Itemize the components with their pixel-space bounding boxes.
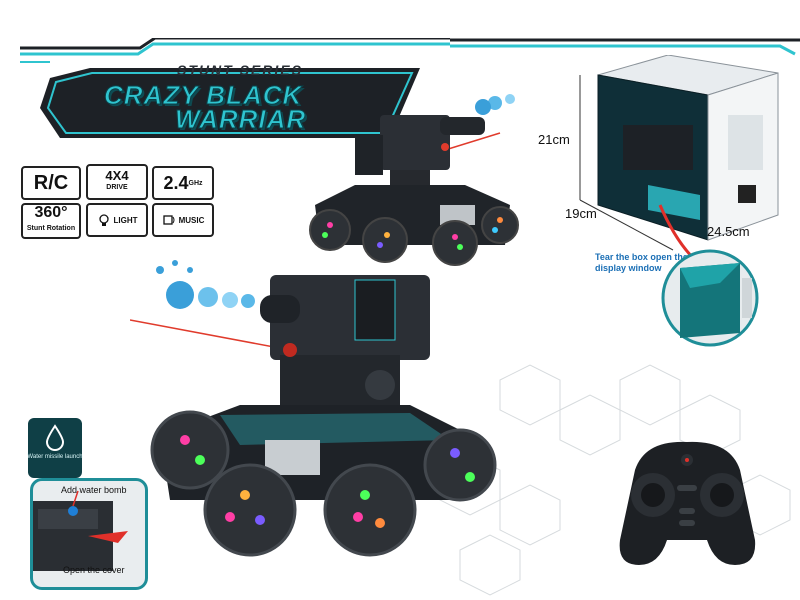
cover-detail-image xyxy=(33,490,128,571)
product-title-line2: WARRIAR xyxy=(174,104,307,135)
tank-car-small-image xyxy=(309,94,519,266)
music-badge: MUSIC xyxy=(152,203,214,237)
music-icon xyxy=(162,215,175,225)
box-depth-label: 19cm xyxy=(565,206,597,221)
remote-controller-image xyxy=(619,441,756,565)
header-stripe xyxy=(450,38,800,56)
title-banner-frame xyxy=(20,38,450,138)
series-label: STUNT SERIES xyxy=(177,62,303,78)
light-badge: LIGHT xyxy=(86,203,148,237)
product-title-line1: CRAZY BLACK xyxy=(103,80,303,111)
box-height-label: 21cm xyxy=(538,132,570,147)
display-window-image xyxy=(661,249,759,347)
open-cover-label: Open the cover xyxy=(63,565,125,575)
add-water-bomb-panel: Add water bomb Open the cover xyxy=(30,478,148,590)
water-missile-badge xyxy=(28,418,82,478)
product-box-image xyxy=(597,55,779,241)
water-drop-icon xyxy=(45,424,65,451)
tank-car-large-image xyxy=(130,260,497,557)
rc-badge: R/C xyxy=(21,166,81,200)
bulb-icon xyxy=(98,214,109,226)
dimension-lines xyxy=(579,75,674,251)
box-width-label: 24.5cm xyxy=(707,224,750,239)
water-missile-label: Water missile launch xyxy=(27,454,83,460)
add-water-bomb-label: Add water bomb xyxy=(61,485,127,495)
tear-box-note: Tear the box open the display window xyxy=(595,252,688,273)
360-rotation-badge: 360°Stunt Rotation xyxy=(21,203,81,239)
